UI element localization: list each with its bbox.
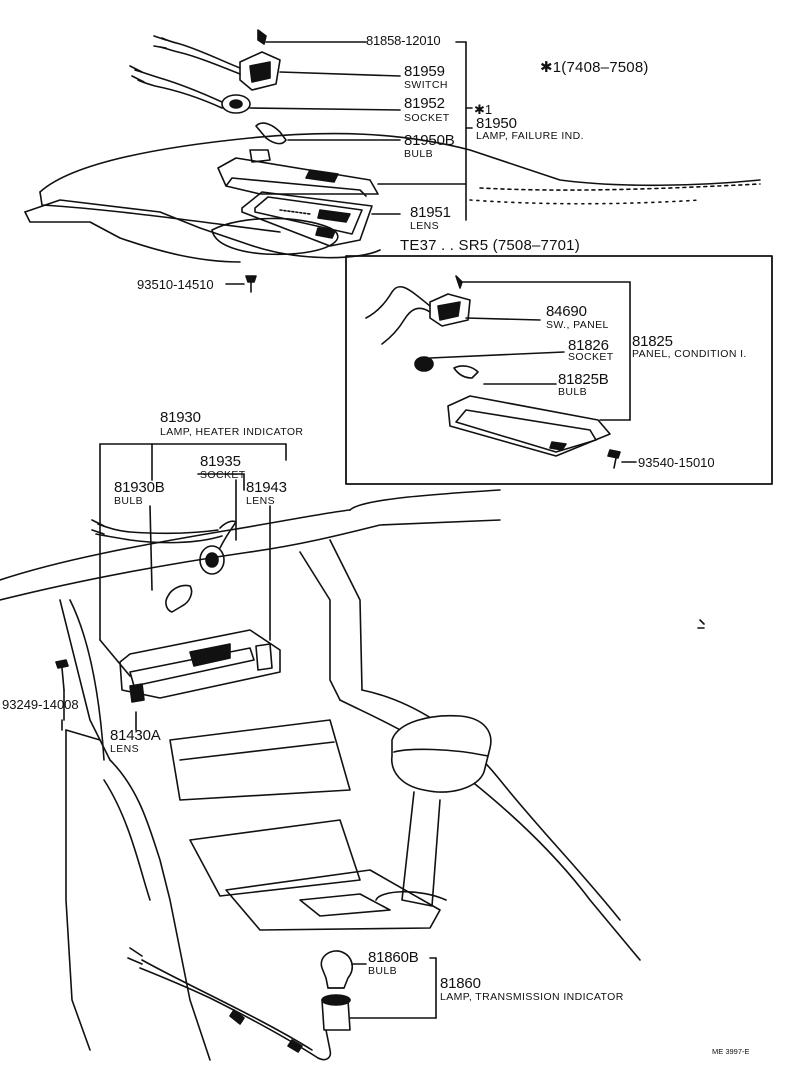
label-81959: 81959 — [404, 63, 445, 80]
label-84690: 84690 — [546, 303, 587, 320]
label-lamp-heater: LAMP, HEATER INDICATOR — [160, 426, 304, 438]
label-bulb-trans: BULB — [368, 965, 398, 977]
label-panel-condition: PANEL, CONDITION I. — [632, 348, 747, 360]
label-bulb-inset: BULB — [558, 386, 588, 398]
heater-panel-81943 — [119, 629, 281, 703]
lamp-housing-81950 — [217, 149, 379, 197]
console-body — [0, 489, 641, 1061]
inset-screw-93540 — [607, 449, 637, 469]
label-sw-panel: SW., PANEL — [546, 319, 609, 331]
label-93510: 93510-14510 — [137, 277, 214, 292]
label-81950: 81950 — [476, 115, 517, 132]
label-81952: 81952 — [404, 95, 445, 112]
label-93540: 93540-15010 — [638, 455, 715, 470]
label-81950b: 81950B — [404, 132, 455, 149]
label-socket-heater: SOCKET — [200, 469, 246, 481]
inset-switch-84690 — [365, 275, 631, 421]
leaders-trans-group — [349, 957, 437, 1019]
label-81943: 81943 — [246, 479, 287, 496]
label-81930b: 81930B — [114, 479, 165, 496]
inset-socket-81826 — [414, 351, 565, 372]
inset-panel-81825 — [447, 395, 631, 457]
label-bulb-top: BULB — [404, 148, 434, 160]
label-81930: 81930 — [160, 409, 201, 426]
label-bulb-heater: BULB — [114, 495, 144, 507]
bulb-81950b-part — [255, 122, 287, 145]
trans-bulb-81860b — [320, 950, 354, 989]
inset-bulb-81825b — [453, 365, 557, 385]
reference-code: ME 3997-E — [712, 1047, 750, 1056]
leaders-failure-group — [249, 41, 473, 221]
label-81935: 81935 — [200, 453, 241, 470]
label-switch: SWITCH — [404, 79, 448, 91]
label-socket-inset: SOCKET — [568, 351, 614, 363]
socket-81935-part — [91, 519, 237, 575]
label-81858: 81858-12010 — [366, 33, 441, 48]
label-81860b: 81860B — [368, 949, 419, 966]
leaders-heater-group — [61, 443, 287, 1051]
bulb-81930b-part — [165, 584, 193, 613]
label-lamp-failure: LAMP, FAILURE IND. — [476, 130, 584, 142]
label-81825: 81825 — [632, 333, 673, 350]
gear-shift-knob — [375, 714, 492, 907]
lens-81951-part — [241, 191, 373, 247]
inset-box — [345, 255, 773, 485]
label-81860: 81860 — [440, 975, 481, 992]
dashboard-top — [24, 132, 761, 263]
label-81826: 81826 — [568, 337, 609, 354]
screw-93249-part — [55, 659, 69, 691]
label-81951: 81951 — [410, 204, 451, 221]
misc-mark — [697, 619, 705, 629]
label-81430a: 81430A — [110, 727, 161, 744]
label-81825b: 81825B — [558, 371, 609, 388]
switch-81959-part — [153, 29, 281, 91]
label-93249: 93249-14008 — [2, 697, 79, 712]
inset-header: TE37 . . SR5 (7508–7701) — [400, 237, 580, 254]
label-lamp-trans: LAMP, TRANSMISSION INDICATOR — [440, 991, 624, 1003]
label-socket: SOCKET — [404, 112, 450, 124]
label-lens-heater: LENS — [246, 495, 276, 507]
socket-81952-part — [129, 65, 251, 114]
screw-93510-part — [225, 275, 257, 293]
label-lens-81430a: LENS — [110, 743, 140, 755]
label-star-1: ✱1 — [474, 102, 493, 117]
header-note: ✱1(7408–7508) — [540, 59, 649, 76]
trans-socket-81860 — [127, 947, 351, 1061]
label-lens-top: LENS — [410, 220, 440, 232]
